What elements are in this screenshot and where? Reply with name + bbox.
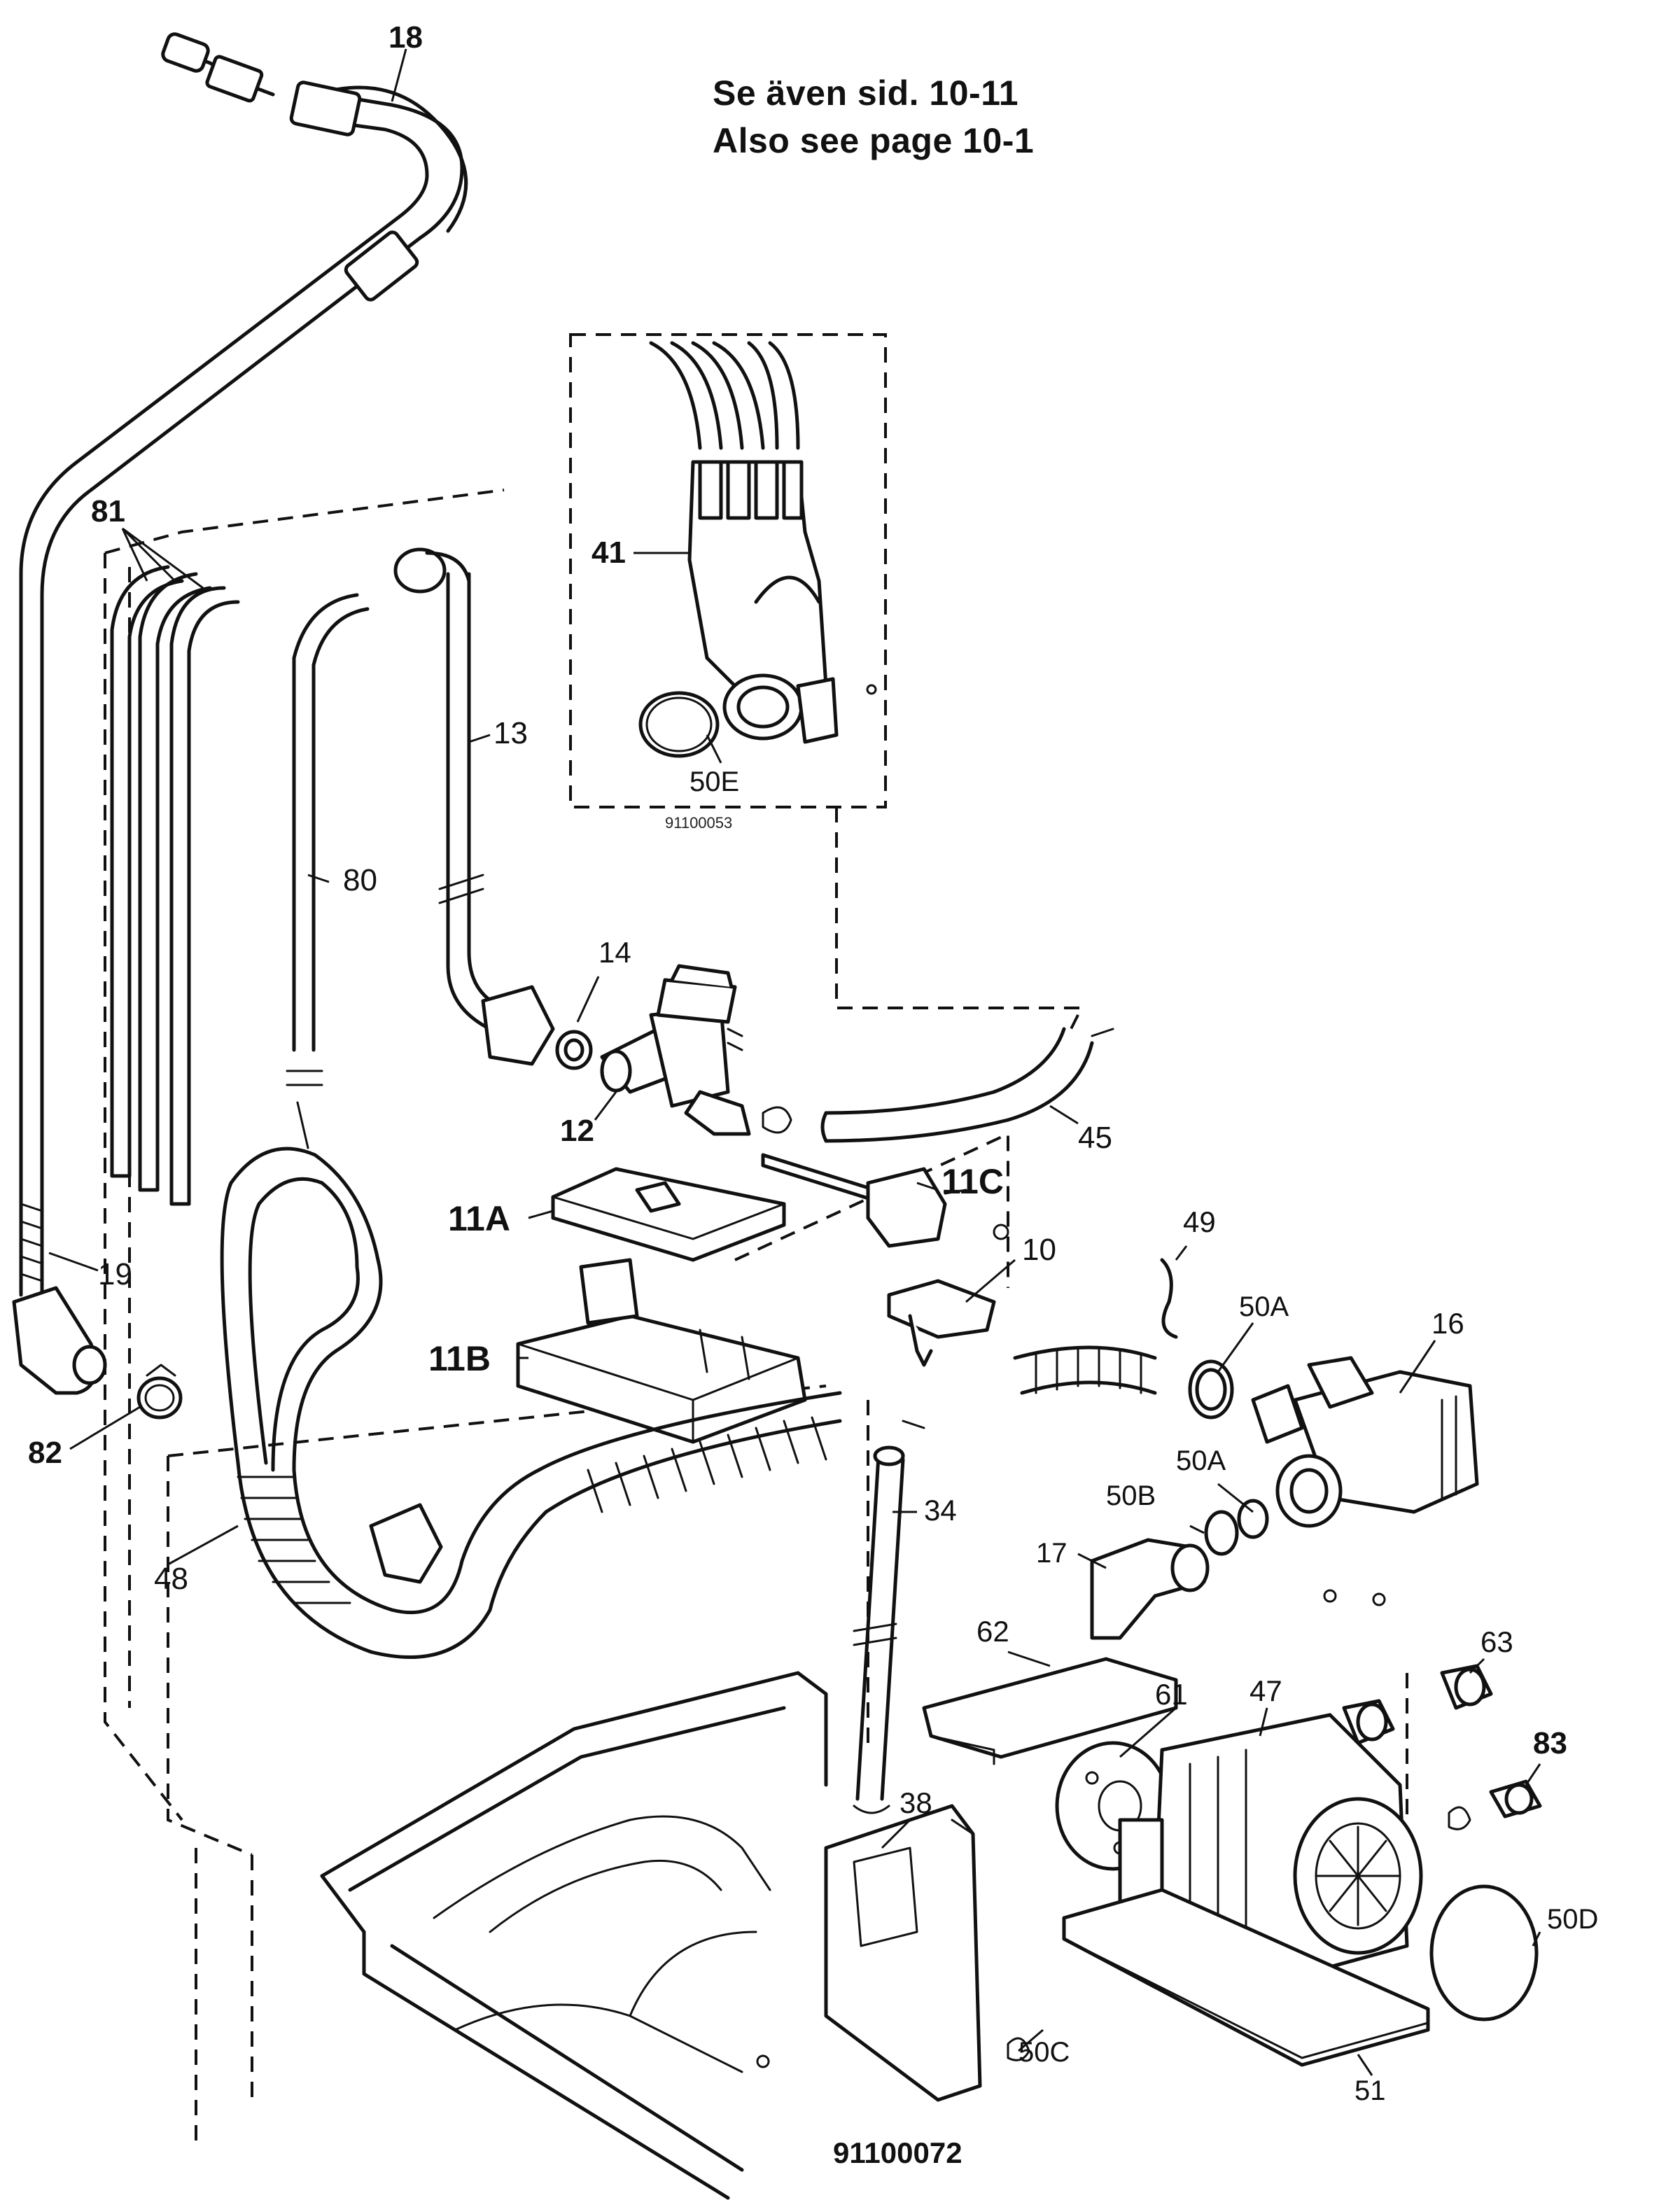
callout-50C: 50C [1018,2037,1070,2068]
tube-34 [853,1445,905,1814]
callout-50A-upper: 50A [1239,1291,1289,1322]
inset-box-41 [569,333,1084,1037]
callout-13: 13 [493,716,528,750]
corrugated-hose-49 [1013,1258,1178,1395]
callout-50D: 50D [1547,1904,1598,1935]
callout-10: 10 [1022,1233,1056,1267]
callout-45: 45 [1078,1121,1112,1155]
callout-82: 82 [28,1436,62,1470]
callout-labels: 18 81 19 82 48 80 13 41 50E 91100053 14 … [28,20,1598,2169]
cover-11A [551,1167,786,1262]
callout-81: 81 [91,494,125,528]
tube-13 [393,547,555,1066]
figure-doc-number: 91100072 [833,2136,962,2169]
elbow-17 [1090,1510,1386,1640]
hose-45 [762,1027,1114,1143]
callout-11C: 11C [941,1162,1004,1201]
tube-80 [286,593,370,1149]
callout-51: 51 [1354,2075,1386,2106]
seal-50D [1429,1884,1539,2022]
callout-16: 16 [1432,1307,1464,1340]
inlet-hose-18 [19,32,468,1192]
see-also-note-swedish: Se även sid. 10-11 [713,73,1019,113]
callout-38: 38 [899,1786,932,1819]
callout-11B: 11B [428,1339,491,1378]
base-plate-51 [1062,1888,1430,2067]
sump-pump-housing-16 [1188,1356,1479,1528]
callout-47: 47 [1250,1674,1282,1707]
inlet-valve-12 [555,964,751,1136]
callout-80: 80 [343,863,377,897]
inset-doc-number: 91100053 [665,814,732,832]
callout-18: 18 [388,20,423,55]
clamp-82 [136,1364,183,1420]
callout-14: 14 [598,936,631,969]
callout-50B: 50B [1106,1480,1156,1511]
callout-17: 17 [1036,1538,1068,1569]
tubes-81 [110,565,240,1206]
switch-11C [761,1153,967,1248]
callout-83: 83 [1533,1726,1567,1760]
callout-19: 19 [98,1257,132,1291]
callout-49: 49 [1183,1205,1216,1238]
drain-hose-19 [12,1188,107,1395]
base-pan [320,1671,828,2200]
seal-50A [1195,1368,1269,1539]
spacers-63 [1342,1664,1493,1820]
callout-11A: 11A [448,1199,510,1238]
part-83 [1448,1779,1542,1830]
circulation-hose-48 [220,1147,842,1659]
see-also-note-english: Also see page 10-1 [713,121,1035,160]
callout-34: 34 [924,1494,957,1527]
housing-11B [516,1258,807,1444]
callout-12: 12 [560,1114,594,1148]
bracket-38 [756,1804,1030,2102]
pressure-switch-10 [887,1224,1009,1429]
callout-48: 48 [154,1562,188,1596]
callout-50E: 50E [690,766,739,797]
leader-lines [48,48,1541,2076]
callout-41: 41 [592,535,626,570]
callout-63: 63 [1480,1625,1513,1658]
callout-61: 61 [1155,1678,1188,1711]
callout-50A-lower: 50A [1176,1445,1226,1476]
callout-62: 62 [976,1615,1009,1648]
